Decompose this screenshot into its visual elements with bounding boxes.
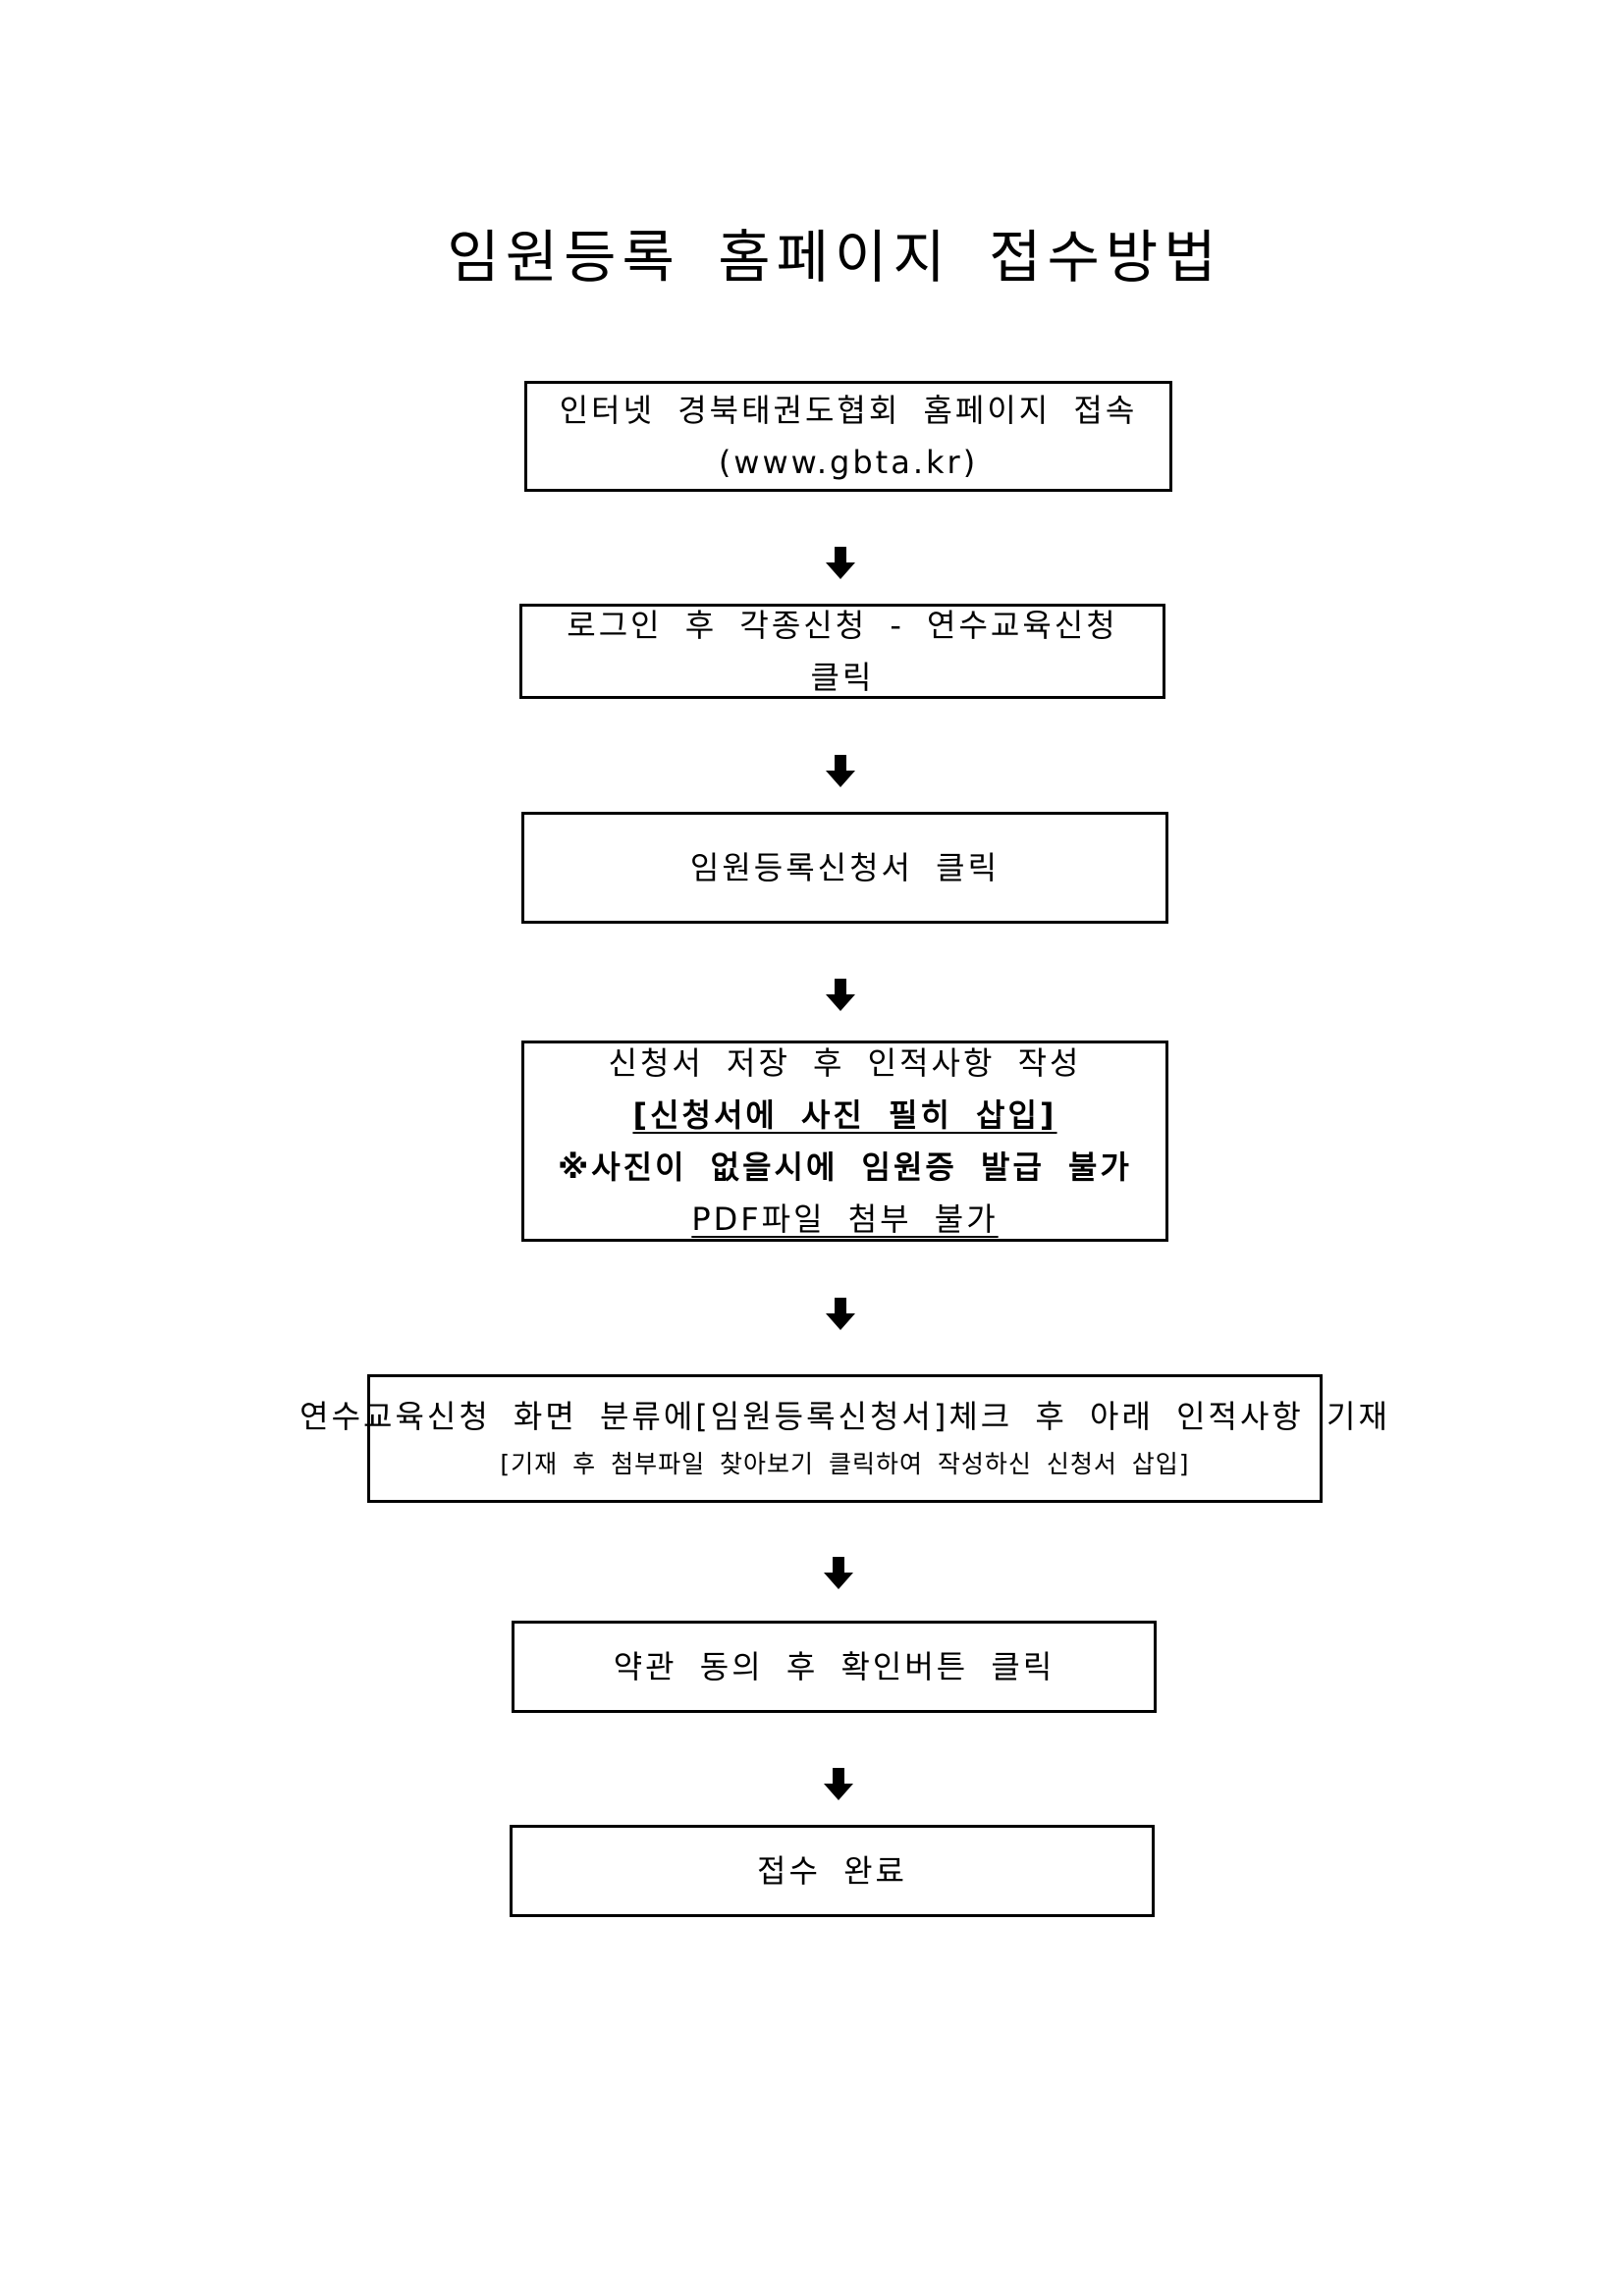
- down-arrow-icon: [822, 1768, 855, 1801]
- page-title: 임원등록 홈페이지 접수방법: [447, 224, 1222, 291]
- step-3-line-1: 임원등록신청서 클릭: [689, 848, 1001, 886]
- step-2-line-2: 클릭: [810, 658, 875, 696]
- step-5-line-2: [기재 후 첨부파일 찾아보기 클릭하여 작성하신 신청서 삽입]: [500, 1450, 1190, 1478]
- down-arrow-icon: [824, 979, 857, 1012]
- down-arrow-icon: [824, 1298, 857, 1331]
- step-1-line-2: (www.gbta.kr): [718, 443, 979, 481]
- down-arrow-icon: [824, 547, 857, 580]
- step-1-line-1: 인터넷 경북태권도협회 홈페이지 접속: [559, 391, 1138, 429]
- step-4-line-3: ※사진이 없을시에 임원증 발급 불가: [558, 1148, 1132, 1186]
- step-4-line-1: 신청서 저장 후 인적사항 작성: [608, 1043, 1082, 1082]
- step-4-line-4: PDF파일 첨부 불가: [691, 1200, 999, 1238]
- step-1-box: 인터넷 경북태권도협회 홈페이지 접속 (www.gbta.kr): [524, 381, 1172, 492]
- step-7-line-1: 접수 완료: [757, 1851, 907, 1890]
- step-6-box: 약관 동의 후 확인버튼 클릭: [512, 1621, 1157, 1713]
- step-5-box: 연수교육신청 화면 분류에[임원등록신청서]체크 후 아래 인적사항 기재 [기…: [299, 1374, 1387, 1503]
- step-2-line-1: 로그인 후 각종신청 - 연수교육신청: [567, 606, 1118, 644]
- step-5-line-1: 연수교육신청 화면 분류에[임원등록신청서]체크 후 아래 인적사항 기재: [299, 1398, 1390, 1435]
- step-6-line-1: 약관 동의 후 확인버튼 클릭: [613, 1647, 1056, 1685]
- step-4-box: 신청서 저장 후 인적사항 작성 [신청서에 사진 필히 삽입] ※사진이 없을…: [521, 1041, 1168, 1242]
- down-arrow-icon: [824, 755, 857, 788]
- step-2-box: 로그인 후 각종신청 - 연수교육신청 클릭: [519, 604, 1165, 699]
- step-3-box: 임원등록신청서 클릭: [521, 812, 1168, 924]
- step-4-line-2: [신청서에 사진 필히 삽입]: [632, 1095, 1057, 1134]
- down-arrow-icon: [822, 1557, 855, 1590]
- step-7-box: 접수 완료: [510, 1825, 1155, 1917]
